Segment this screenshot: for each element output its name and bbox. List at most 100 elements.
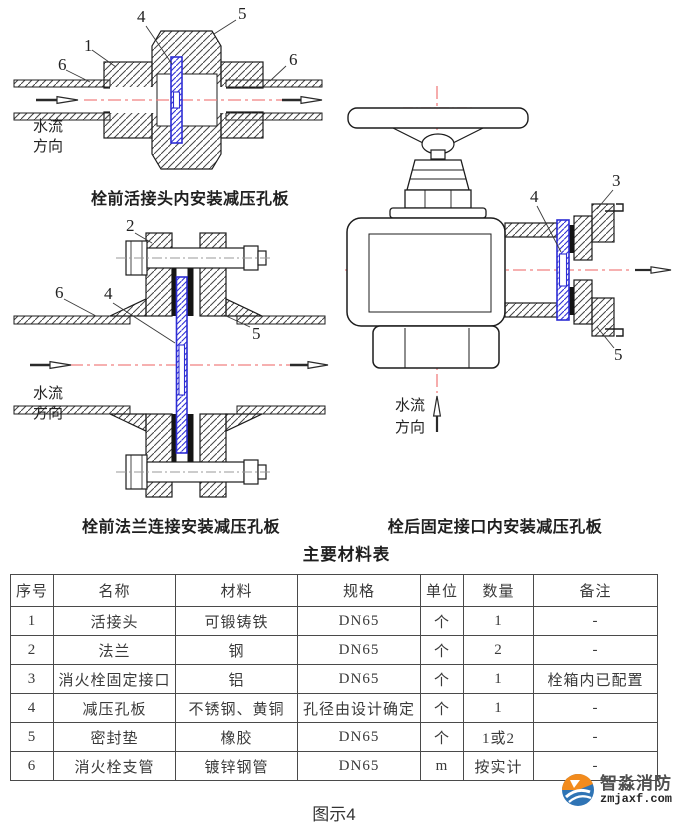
- flow-arrow-right: [282, 95, 323, 105]
- cell-name: 消火栓固定接口: [53, 664, 176, 694]
- flow-label-line2: 方向: [395, 419, 425, 436]
- cell-qty: 2: [463, 635, 534, 665]
- handwheel: [347, 107, 529, 160]
- col-header-material: 材料: [175, 574, 298, 607]
- cell-name: 密封垫: [53, 722, 176, 752]
- cell-index: 2: [10, 635, 54, 665]
- callout-4: 4: [137, 7, 146, 26]
- cell-remark: -: [533, 722, 658, 752]
- union-body: [103, 30, 264, 170]
- callout-5: 5: [238, 4, 247, 23]
- materials-table: 序号 名称 材料 规格 单位 数量 备注 1 活接头 可锻铸铁 DN65 个 1…: [10, 574, 658, 781]
- cell-spec: DN65: [297, 722, 421, 752]
- cell-remark: -: [533, 635, 658, 665]
- cell-index: 4: [10, 693, 54, 723]
- gaskets: [569, 225, 574, 315]
- flow-arrow-right: [290, 360, 329, 370]
- cell-material: 可锻铸铁: [175, 606, 298, 636]
- table-row: 1 活接头 可锻铸铁 DN65 个 1 -: [10, 606, 658, 636]
- flow-label-line1: 水流: [33, 385, 63, 402]
- cell-unit: 个: [420, 722, 464, 752]
- diagram-union-install: 4 5 1 6 6 水流 方向: [13, 4, 323, 170]
- cell-unit: 个: [420, 635, 464, 665]
- table-row: 5 密封垫 橡胶 DN65 个 1或2 -: [10, 722, 658, 752]
- col-header-name: 名称: [53, 574, 176, 607]
- cell-material: 橡胶: [175, 722, 298, 752]
- caption-hydrant-install: 栓后固定接口内安装减压孔板: [387, 519, 603, 536]
- flanges: [109, 232, 263, 498]
- callout-3: 3: [612, 171, 621, 190]
- cell-name: 活接头: [53, 606, 176, 636]
- cell-remark: -: [533, 606, 658, 636]
- flow-arrow-right: [635, 266, 672, 274]
- col-header-unit: 单位: [420, 574, 464, 607]
- watermark-logo: 智淼消防 zmjaxf.com: [560, 772, 672, 808]
- cell-unit: 个: [420, 664, 464, 694]
- pipe-right: [236, 315, 326, 415]
- callout-2: 2: [126, 216, 135, 235]
- callout-6-left: 6: [58, 55, 67, 74]
- cell-name: 消火栓支管: [53, 751, 176, 781]
- flow-label-line2: 方向: [33, 138, 63, 155]
- logo-url: zmjaxf.com: [600, 791, 673, 806]
- table-row: 2 法兰 钢 DN65 个 2 -: [10, 635, 658, 665]
- cell-remark: 栓箱内已配置: [533, 664, 658, 694]
- callout-5: 5: [614, 345, 623, 364]
- cell-unit: m: [420, 751, 464, 781]
- cell-unit: 个: [420, 606, 464, 636]
- table-row: 6 消火栓支管 镀锌钢管 DN65 m 按实计 -: [10, 751, 658, 781]
- valve-body: [346, 217, 506, 327]
- figure-caption: 图示4: [312, 805, 356, 824]
- cell-material: 镀锌钢管: [175, 751, 298, 781]
- caption-union-install: 栓前活接头内安装减压孔板: [90, 191, 289, 208]
- cell-spec: DN65: [297, 664, 421, 694]
- cell-index: 6: [10, 751, 54, 781]
- cell-material: 铝: [175, 664, 298, 694]
- outlet-walls: [504, 222, 558, 318]
- leader-lines: [536, 189, 615, 349]
- callout-5: 5: [252, 324, 261, 343]
- bolt-top: [116, 240, 272, 276]
- logo-name: 智淼消防: [600, 773, 672, 793]
- cell-spec: DN65: [297, 606, 421, 636]
- col-header-remark: 备注: [533, 574, 658, 607]
- col-header-qty: 数量: [463, 574, 534, 607]
- cell-spec: 孔径由设计确定: [297, 693, 421, 723]
- cell-index: 5: [10, 722, 54, 752]
- cell-remark: -: [533, 693, 658, 723]
- callout-6-right: 6: [289, 50, 298, 69]
- bonnet: [389, 159, 487, 219]
- cell-name: 减压孔板: [53, 693, 176, 723]
- cell-index: 1: [10, 606, 54, 636]
- flow-label-line1: 水流: [395, 397, 425, 414]
- orifice-plate: [556, 219, 570, 321]
- cell-qty: 1: [463, 606, 534, 636]
- caption-flange-install: 栓前法兰连接安装减压孔板: [81, 519, 280, 536]
- callout-1: 1: [84, 36, 93, 55]
- cell-spec: DN65: [297, 635, 421, 665]
- cell-material: 钢: [175, 635, 298, 665]
- flow-label-line2: 方向: [33, 405, 63, 422]
- leader-lines: [63, 232, 251, 344]
- gaskets: [172, 253, 194, 477]
- cell-qty: 1: [463, 664, 534, 694]
- cell-spec: DN65: [297, 751, 421, 781]
- table-row: 3 消火栓固定接口 铝 DN65 个 1 栓箱内已配置: [10, 664, 658, 694]
- cell-index: 3: [10, 664, 54, 694]
- flow-label-line1: 水流: [33, 118, 63, 135]
- cell-name: 法兰: [53, 635, 176, 665]
- coupling: [573, 203, 624, 337]
- bolt-bottom: [116, 454, 272, 490]
- col-header-spec: 规格: [297, 574, 421, 607]
- flow-arrow-left: [30, 360, 72, 370]
- pipe-left: [13, 315, 131, 415]
- callout-6: 6: [55, 283, 64, 302]
- flow-arrow-up: [432, 395, 442, 432]
- orifice-plate: [175, 276, 188, 454]
- cell-qty: 按实计: [463, 751, 534, 781]
- cell-remark: -: [533, 751, 658, 781]
- diagram-flange-install: 2 6 4 5 水流 方向: [13, 216, 329, 498]
- inlet-hex: [372, 325, 500, 369]
- logo-mark-icon: [562, 773, 594, 806]
- materials-table-title: 主要材料表: [302, 546, 391, 564]
